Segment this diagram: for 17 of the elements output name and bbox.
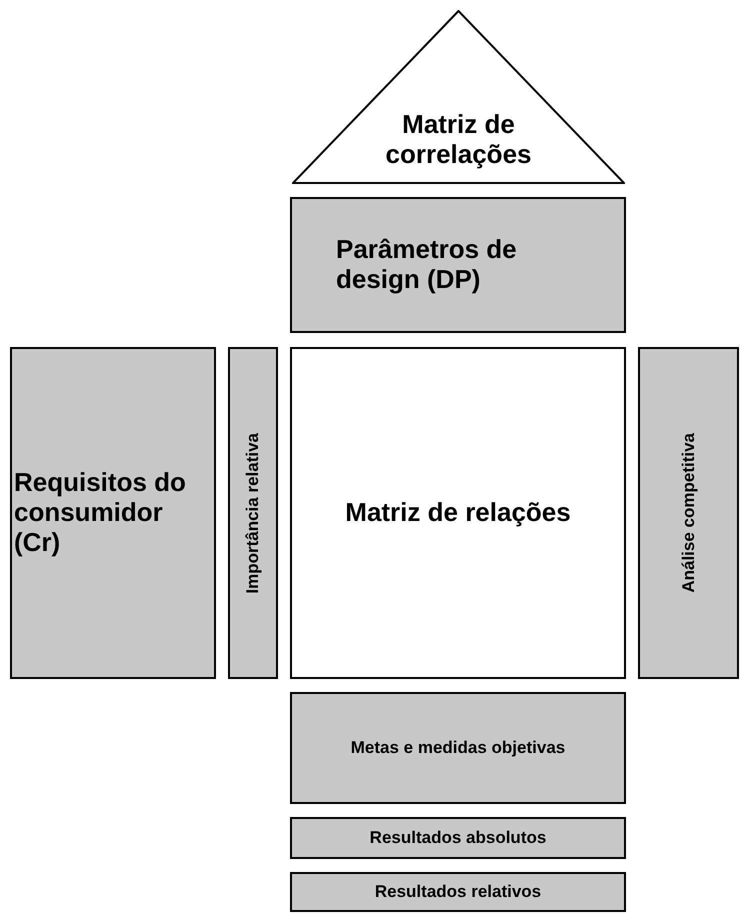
requirements-panel [10, 347, 216, 679]
box-label: Resultados absolutos [370, 828, 546, 848]
relationship-matrix [290, 347, 626, 679]
box-label: Parâmetros de design (DP) [336, 235, 518, 295]
box-label: Matriz de relações [345, 498, 571, 528]
results-bar [290, 872, 626, 912]
box-label: Importância relativa [243, 432, 263, 594]
box-label: Resultados relativos [374, 882, 542, 902]
box-label: Análise competitiva [678, 433, 698, 593]
targets-panel [290, 692, 626, 804]
competitive-column [638, 347, 739, 679]
triangle-label: Matriz de correlações [384, 110, 532, 170]
results-bar [290, 817, 626, 859]
importance-column [228, 347, 278, 679]
box-label: Requisitos do consumidor (Cr) [14, 468, 187, 558]
parameter-panel [290, 197, 626, 333]
box-label: Metas e medidas objetivas [350, 738, 566, 758]
